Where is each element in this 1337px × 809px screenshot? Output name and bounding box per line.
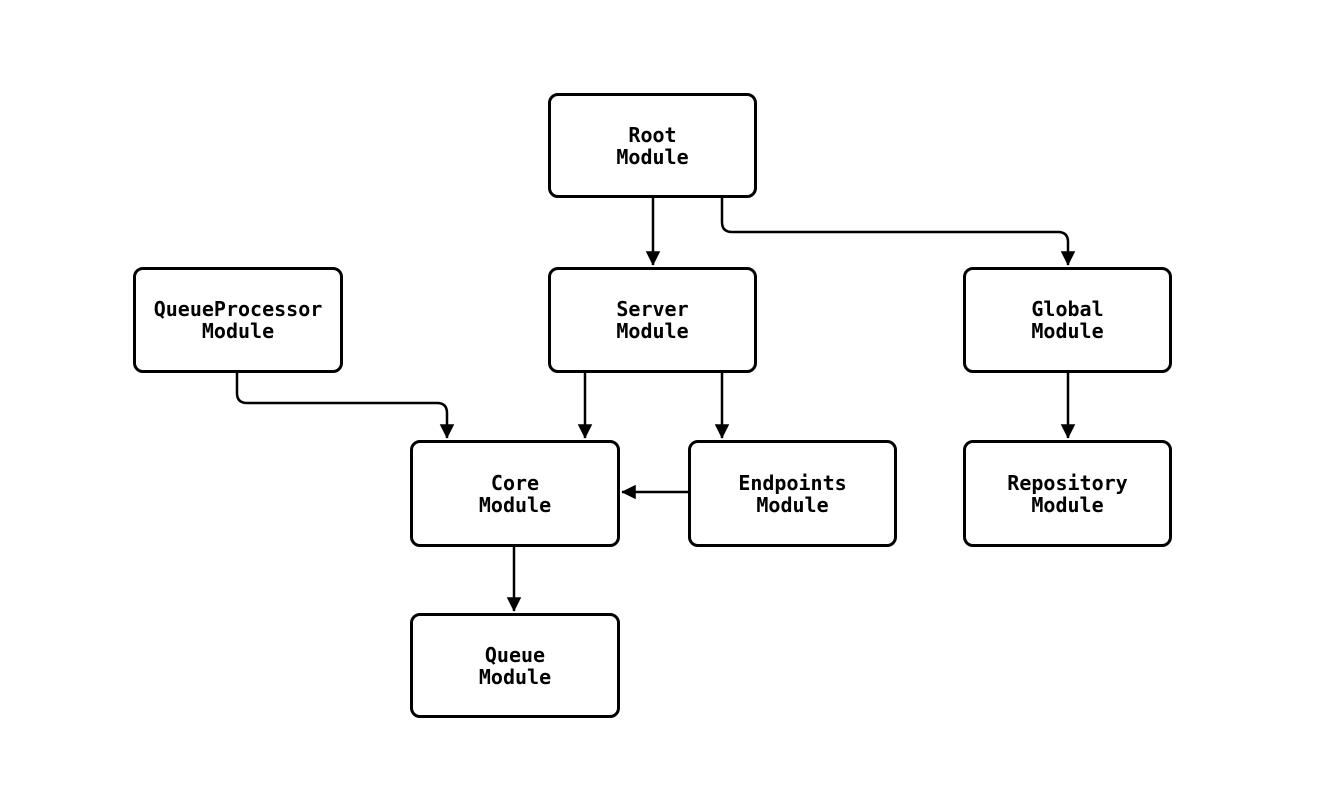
node-label-line2: Module bbox=[201, 319, 275, 343]
node-label-line2: Module bbox=[616, 144, 689, 169]
node-label-line2: Module bbox=[478, 664, 552, 689]
node-label-line1: QueueProcessor bbox=[153, 297, 323, 321]
node-label-line1: Endpoints bbox=[738, 470, 847, 495]
node-label-line1: Server bbox=[616, 297, 689, 321]
node-label-line1: Root bbox=[628, 122, 677, 147]
edge-root-to-global bbox=[720, 198, 1076, 266]
node-label-line1: Repository bbox=[1007, 470, 1128, 495]
node-global-module: Global Module bbox=[963, 267, 1172, 373]
node-root-module: Root Module bbox=[548, 93, 757, 198]
node-label-line1: Queue bbox=[484, 642, 546, 667]
node-label-line2: Module bbox=[1031, 492, 1104, 517]
node-label-line2: Module bbox=[1031, 319, 1104, 343]
node-label-line2: Module bbox=[616, 319, 689, 343]
node-label-line1: Global bbox=[1031, 297, 1104, 321]
node-queueprocessor-module: QueueProcessor Module bbox=[133, 267, 343, 373]
node-repository-module: Repository Module bbox=[963, 440, 1172, 547]
node-queue-module: Queue Module bbox=[410, 613, 620, 718]
node-label-line1: Core bbox=[490, 470, 540, 495]
node-label-line2: Module bbox=[478, 492, 552, 517]
node-core-module: Core Module bbox=[410, 440, 620, 547]
edge-queueprocessor-to-core bbox=[235, 373, 455, 439]
node-label-line2: Module bbox=[756, 492, 829, 517]
node-endpoints-module: Endpoints Module bbox=[688, 440, 897, 547]
node-server-module: Server Module bbox=[548, 267, 757, 373]
